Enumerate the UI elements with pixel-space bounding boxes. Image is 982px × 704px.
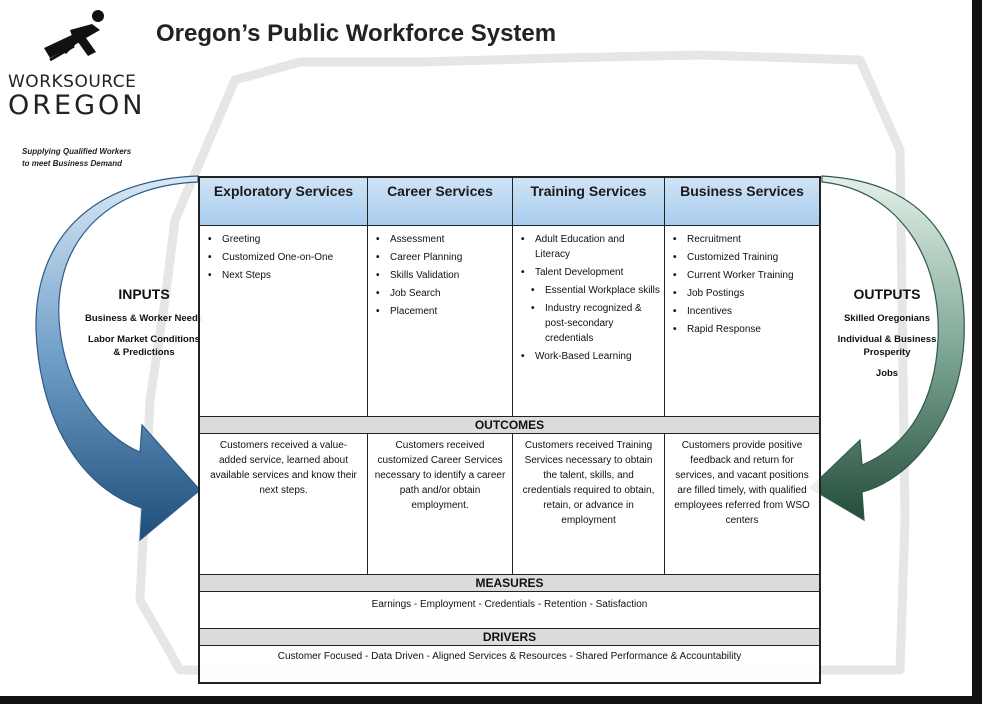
service-item: Essential Workplace skills xyxy=(521,283,660,298)
measures-text: Earnings - Employment - Credentials - Re… xyxy=(371,599,648,610)
service-item: Rapid Response xyxy=(673,322,815,337)
outcome-text: Customers received a value-added service… xyxy=(200,434,368,574)
column-heading: Business Services xyxy=(665,178,819,226)
service-item: Current Worker Training xyxy=(673,268,815,283)
page-title: Oregon’s Public Workforce System xyxy=(156,20,557,47)
logo-tagline: Supplying Qualified Workers to meet Busi… xyxy=(22,147,132,168)
service-item: Assessment xyxy=(376,232,508,247)
service-list: Adult Education and LiteracyTalent Devel… xyxy=(513,226,665,416)
service-item: Job Postings xyxy=(673,286,815,301)
service-item: Industry recognized & post-secondary cre… xyxy=(521,301,660,346)
service-list: GreetingCustomized One-on-OneNext Steps xyxy=(200,226,368,416)
drivers-band: DRIVERS xyxy=(200,628,819,646)
service-item: Incentives xyxy=(673,304,815,319)
services-grid: Exploratory Services Career Services Tra… xyxy=(198,176,821,684)
worksource-runner-icon xyxy=(44,10,104,62)
outcomes-band: OUTCOMES xyxy=(200,416,819,434)
service-item: Customized One-on-One xyxy=(208,250,363,265)
service-item: Recruitment xyxy=(673,232,815,247)
service-item: Skills Validation xyxy=(376,268,508,283)
outputs-item: Skilled Oregonians xyxy=(843,313,931,324)
inputs-item: Business & Worker Needs xyxy=(84,313,204,324)
service-item: Adult Education and Literacy xyxy=(521,232,660,262)
outputs-heading: OUTPUTS xyxy=(853,286,921,302)
service-item: Job Search xyxy=(376,286,508,301)
service-item: Talent Development xyxy=(521,265,660,280)
outcome-text: Customers received customized Career Ser… xyxy=(368,434,513,574)
service-item: Customized Training xyxy=(673,250,815,265)
outcome-text: Customers received Training Services nec… xyxy=(513,434,665,574)
column-heading: Exploratory Services xyxy=(200,178,368,226)
service-item: Career Planning xyxy=(376,250,508,265)
outcome-text: Customers provide positive feedback and … xyxy=(674,440,810,526)
service-item: Work-Based Learning xyxy=(521,349,660,364)
inputs-panel: INPUTS Business & Worker Needs Labor Mar… xyxy=(84,286,204,367)
service-list: RecruitmentCustomized TrainingCurrent Wo… xyxy=(665,226,819,416)
measures-band: MEASURES xyxy=(200,574,819,592)
outputs-panel: OUTPUTS Skilled Oregonians Individual & … xyxy=(826,286,948,388)
logo-wordmark: WORKSOURCE OREGON xyxy=(8,72,148,120)
column-heading: Career Services xyxy=(368,178,513,226)
logo-line-1: WORKSOURCE xyxy=(8,72,137,92)
inputs-item: Labor Market Conditions & Predictions xyxy=(88,334,200,358)
service-item: Placement xyxy=(376,304,508,319)
service-list: AssessmentCareer PlanningSkills Validati… xyxy=(368,226,513,416)
outputs-item: Jobs xyxy=(875,368,899,379)
service-item: Greeting xyxy=(208,232,363,247)
logo-line-2: OREGON xyxy=(8,90,146,121)
drivers-text: Customer Focused - Data Driven - Aligned… xyxy=(277,651,742,662)
service-item: Next Steps xyxy=(208,268,363,283)
inputs-heading: INPUTS xyxy=(118,286,170,302)
column-heading: Training Services xyxy=(513,178,665,226)
output-arrow xyxy=(809,175,965,522)
input-arrow xyxy=(35,175,201,542)
outputs-item: Individual & Business Prosperity xyxy=(837,334,937,358)
